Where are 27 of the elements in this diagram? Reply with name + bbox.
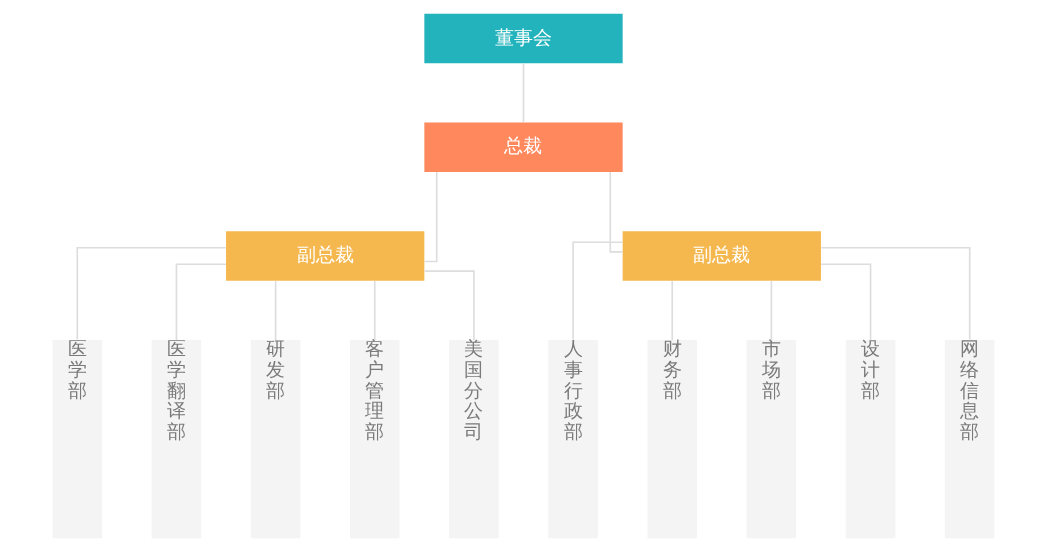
node-box: 医学部 [52, 340, 102, 539]
connector [75, 246, 227, 341]
node-box: 市场部 [746, 340, 796, 539]
node-box: 财务部 [646, 340, 697, 539]
connector [571, 241, 623, 341]
node-box: 美国分公司 [448, 340, 499, 539]
node-box: 设计部 [845, 340, 895, 539]
node-box: 总裁 [423, 122, 623, 172]
node-box: 客户管理部 [349, 340, 400, 539]
connector [175, 263, 227, 341]
connector [670, 280, 673, 341]
node-box: 研发部 [250, 340, 300, 539]
connector [608, 171, 623, 253]
node-box: 副总裁 [622, 231, 821, 281]
connector [522, 62, 524, 123]
node-box: 网络信息部 [944, 340, 994, 539]
node-box: 人事行政部 [547, 340, 598, 539]
node-box: 董事会 [423, 13, 623, 64]
connector [423, 171, 438, 263]
node-box: 副总裁 [225, 231, 424, 281]
node-box: 医学翻译部 [151, 340, 201, 539]
connector [819, 246, 971, 341]
connector [423, 270, 475, 341]
connector [770, 280, 772, 341]
connector [373, 280, 376, 341]
connector [274, 280, 276, 341]
connector [819, 263, 871, 341]
